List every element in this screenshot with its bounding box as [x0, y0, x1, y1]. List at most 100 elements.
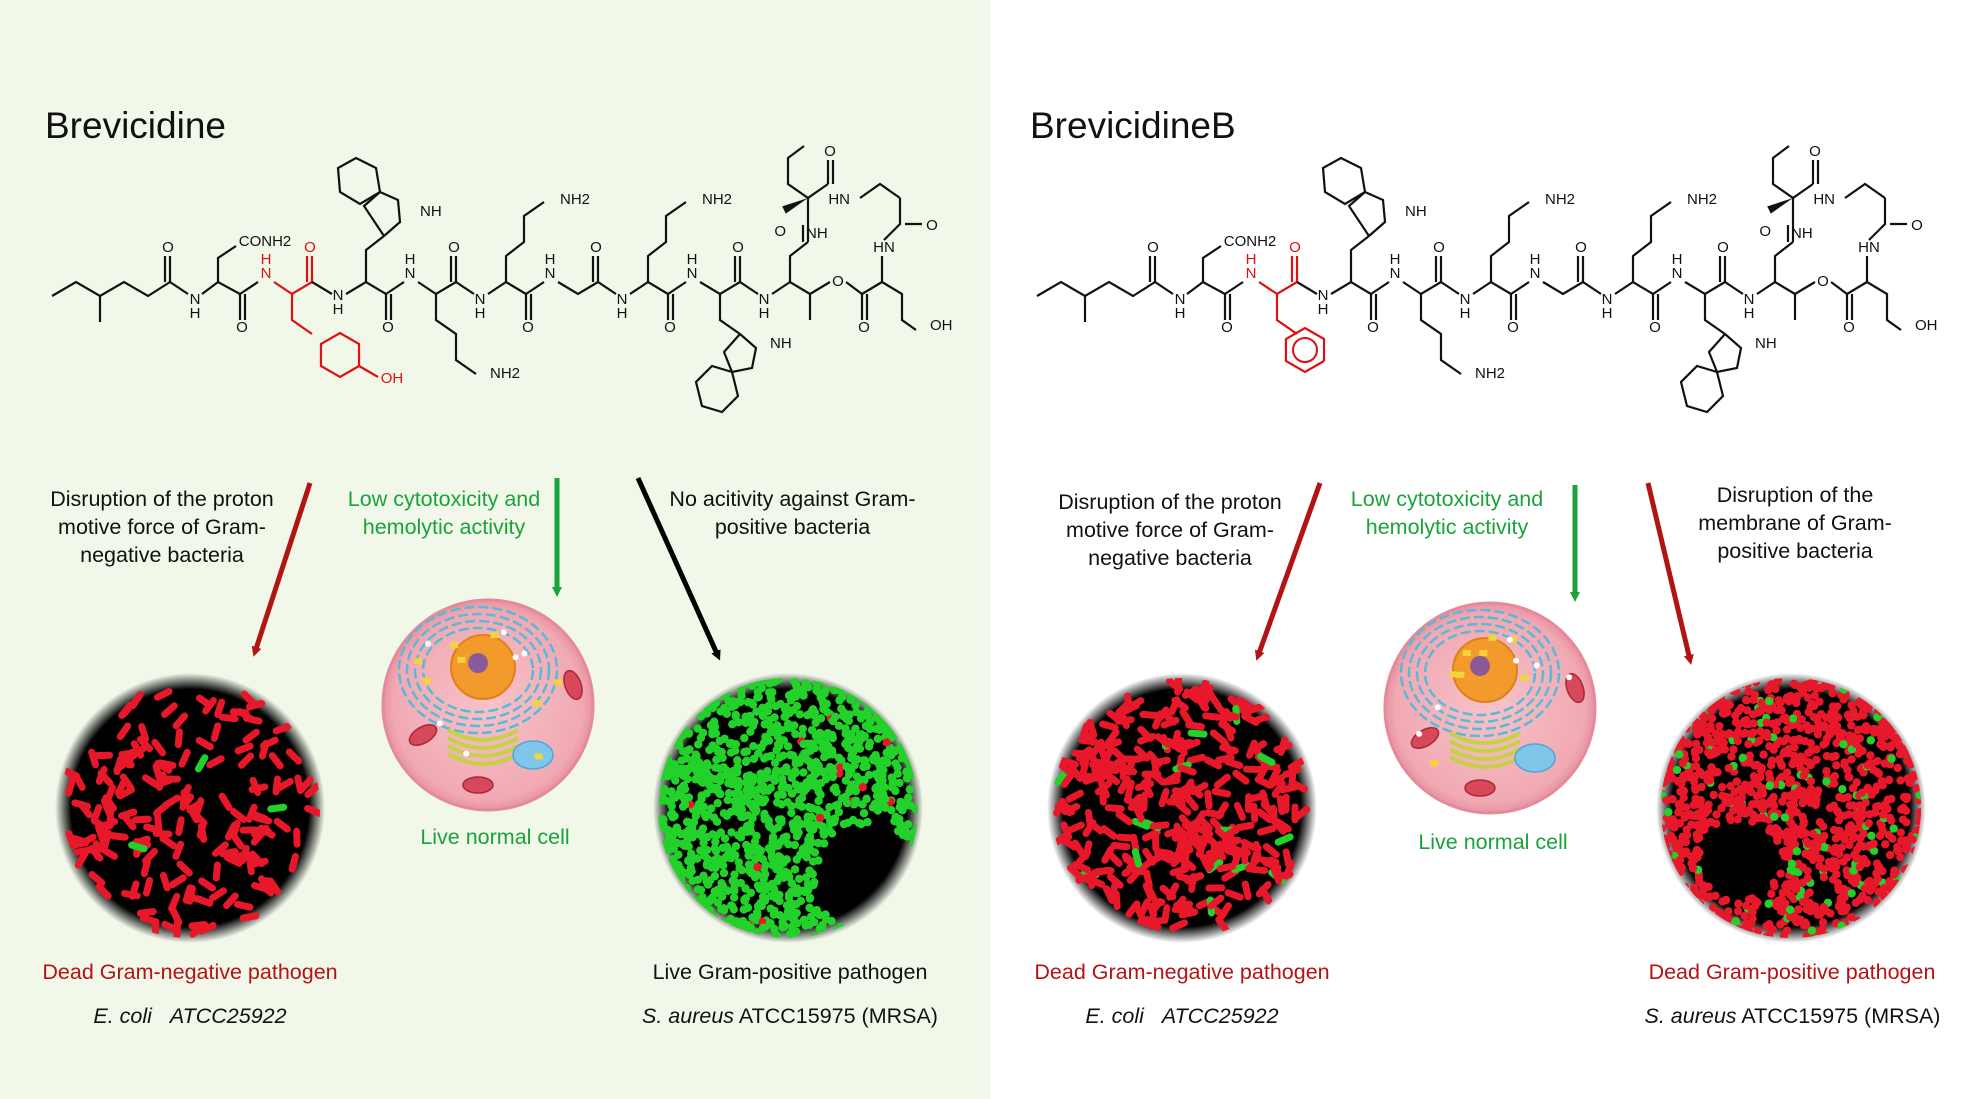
bacterium-coccus: [1839, 695, 1848, 704]
granule: [490, 632, 499, 639]
bacterium-coccus: [1863, 761, 1872, 770]
granule: [1430, 760, 1439, 767]
bacterium-coccus: [880, 756, 890, 766]
bacterium-rod: [175, 816, 185, 837]
bacterium-rod: [1170, 845, 1189, 860]
bond-brevicidine: [699, 281, 741, 296]
right-effect-gram-negative: Disruption of the proton motive force of…: [1058, 490, 1282, 570]
atom-label-brevicidine: H: [759, 305, 770, 322]
bacterium-rod: [1289, 779, 1308, 793]
bacterium-rod: [1213, 773, 1231, 789]
vesicle: [1566, 674, 1573, 681]
bacterium-coccus: [828, 772, 838, 782]
bacterium-coccus: [1673, 678, 1682, 683]
bacterium-coccus: [1845, 714, 1855, 723]
atom-label-brevicidineb: O: [1367, 319, 1379, 336]
bacterium-rod: [1115, 810, 1133, 826]
bacterium-coccus: [1885, 916, 1895, 925]
bacterium-coccus: [778, 767, 787, 776]
bacterium-rod: [1106, 873, 1124, 889]
bacterium-coccus: [783, 742, 793, 751]
bacterium-rod: [128, 841, 148, 853]
bacterium-rod: [223, 892, 239, 910]
bacterium-coccus: [1725, 812, 1734, 821]
bacterium-rod: [1149, 821, 1170, 830]
bacterium-coccus: [1885, 926, 1895, 936]
bacterium-coccus: [889, 748, 898, 757]
atom-label-brevicidine: O: [236, 319, 248, 336]
bacterium-coccus: [1767, 756, 1777, 765]
bacterium-coccus: [729, 893, 739, 902]
bacterium-coccus: [1672, 897, 1681, 906]
bacterium-coccus: [687, 904, 696, 913]
bacterium-coccus: [716, 828, 726, 837]
bacterium-rod: [194, 895, 214, 907]
bond-brevicidineb: [1684, 281, 1726, 296]
bacterium-coccus: [658, 682, 667, 692]
bacterium-coccus: [706, 925, 715, 934]
bacterium-coccus: [1706, 929, 1716, 938]
bacterium-coccus: [1741, 921, 1751, 931]
bacterium-coccus: [1742, 696, 1751, 705]
bacterium-coccus: [803, 739, 812, 748]
atom-label-brevicidine: O: [926, 217, 938, 234]
bacterium-coccus: [1780, 791, 1790, 801]
bacterium-coccus: [879, 692, 889, 701]
bacterium-coccus: [1906, 699, 1916, 708]
bacterium-coccus: [864, 742, 874, 751]
bacterium-coccus: [1705, 736, 1714, 745]
bacterium-coccus: [759, 786, 769, 796]
bacterium-coccus: [1807, 759, 1816, 768]
bacterium-coccus: [686, 863, 695, 873]
bacterium-coccus: [1915, 914, 1921, 924]
bacterium-coccus: [1685, 901, 1695, 910]
bacterium-coccus: [671, 776, 680, 785]
bacterium-rod: [1219, 744, 1239, 755]
bacterium-coccus: [1824, 725, 1834, 734]
bacterium-coccus: [1858, 678, 1867, 683]
atom-label-brevicidine: O: [162, 239, 174, 256]
bacterium-coccus: [1713, 767, 1722, 777]
bacterium-coccus: [1788, 789, 1798, 798]
bacterium-coccus: [1801, 767, 1810, 776]
bacterium-coccus: [674, 698, 683, 707]
nucleolus: [468, 653, 488, 673]
bacterium-coccus: [659, 867, 668, 876]
atom-label-brevicidine: O: [590, 239, 602, 256]
bacterium-coccus: [664, 911, 673, 921]
bacterium-coccus: [1881, 933, 1891, 938]
bacterium-coccus: [1778, 888, 1787, 897]
vesicle: [463, 750, 470, 757]
atom-label-brevicidine: H: [405, 251, 416, 268]
atom-label-brevicidine: O: [664, 319, 676, 336]
bacterium-coccus: [848, 780, 858, 789]
bacterium-coccus: [658, 724, 666, 734]
bacterium-coccus: [1671, 720, 1681, 730]
bacterium-rod: [159, 871, 171, 892]
bacterium-coccus: [1688, 698, 1698, 707]
bacterium-coccus: [885, 731, 894, 741]
bacterium-coccus: [911, 929, 918, 938]
bacterium-coccus: [1764, 696, 1774, 706]
bacterium-coccus: [702, 759, 712, 768]
bacterium-coccus: [834, 807, 844, 817]
bacterium-coccus: [906, 801, 915, 810]
bacterium-coccus: [789, 705, 798, 715]
bacterium-coccus: [1700, 918, 1709, 927]
bacterium-rod: [1171, 895, 1187, 914]
bacterium-coccus: [761, 732, 770, 742]
granule: [1520, 674, 1529, 681]
bacterium-coccus: [1858, 678, 1867, 687]
bacterium-coccus: [1670, 695, 1680, 704]
bacterium-coccus: [1683, 830, 1692, 840]
bacterium-coccus: [1681, 837, 1691, 847]
bacterium-coccus: [1782, 880, 1791, 889]
bacterium-rod: [1216, 706, 1234, 722]
bacterium-coccus: [1806, 907, 1815, 916]
bacterium-coccus: [783, 872, 793, 881]
bacterium-coccus: [834, 721, 844, 731]
bacterium-coccus: [1835, 792, 1844, 802]
bacterium-coccus: [742, 840, 751, 850]
bacterium-coccus: [1851, 739, 1861, 749]
atom-label-brevicidineb: O: [1507, 319, 1519, 336]
